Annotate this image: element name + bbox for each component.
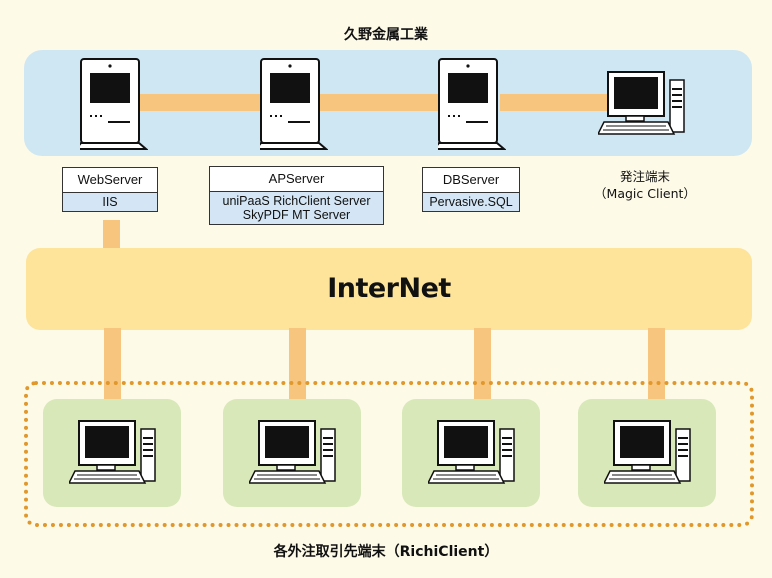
client-card-1 bbox=[43, 399, 181, 507]
ap-server-icon bbox=[260, 58, 328, 150]
company-title: 久野金属工業 bbox=[344, 27, 428, 43]
client-pc-icon bbox=[604, 420, 691, 484]
magic-client-pc-icon bbox=[598, 71, 685, 135]
client-card-3 bbox=[402, 399, 540, 507]
client-pc-icon bbox=[249, 420, 336, 484]
ap-server-name: APServer bbox=[210, 167, 383, 192]
web-server-box: WebServer IIS bbox=[62, 167, 158, 212]
web-server-name: WebServer bbox=[63, 168, 157, 193]
web-server-icon bbox=[80, 58, 148, 150]
client-group-label: 各外注取引先端末（RichiClient） bbox=[273, 544, 499, 560]
client-card-2 bbox=[223, 399, 361, 507]
web-server-internet-link bbox=[103, 220, 120, 250]
db-server-name: DBServer bbox=[423, 168, 519, 193]
client-area-dotted-border bbox=[24, 381, 754, 527]
internet-label: InterNet bbox=[327, 273, 451, 304]
lan-link-web-ap bbox=[140, 94, 265, 111]
ap-server-software-2: SkyPDF MT Server bbox=[242, 208, 351, 222]
db-server-box: DBServer Pervasive.SQL bbox=[422, 167, 520, 212]
lan-link-ap-db bbox=[320, 94, 445, 111]
client-pc-icon bbox=[428, 420, 515, 484]
db-server-icon bbox=[438, 58, 506, 150]
ap-server-box: APServer uniPaaS RichClient Server SkyPD… bbox=[209, 166, 384, 225]
lan-link-db-client bbox=[500, 94, 615, 111]
web-server-software: IIS bbox=[63, 193, 157, 211]
internet-band bbox=[26, 248, 752, 330]
client-card-4 bbox=[578, 399, 716, 507]
client-pc-icon bbox=[69, 420, 156, 484]
ap-server-software-1: uniPaaS RichClient Server bbox=[222, 194, 371, 208]
magic-client-label: 発注端末 （Magic Client） bbox=[594, 169, 696, 201]
db-server-software: Pervasive.SQL bbox=[423, 193, 519, 211]
